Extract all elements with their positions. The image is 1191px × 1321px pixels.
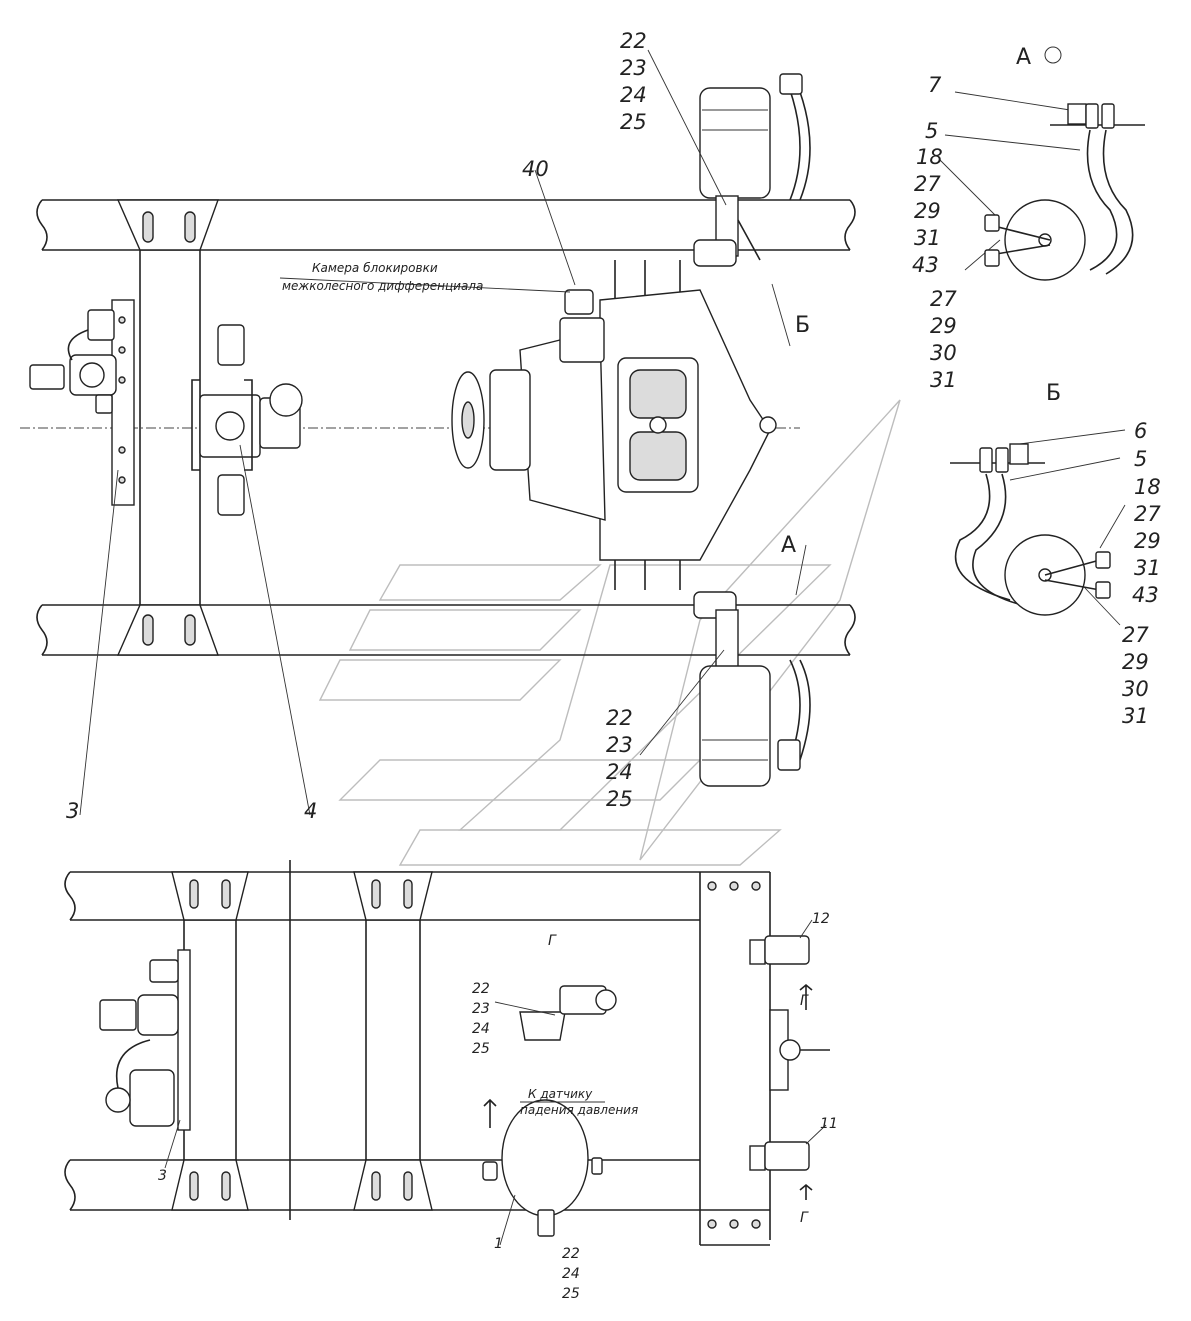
callout-b-31b: 31 bbox=[1122, 704, 1149, 728]
callout-lower-bracket-3: 3 bbox=[158, 1168, 167, 1184]
callout-a-27b: 27 bbox=[930, 287, 957, 311]
arrow-g-label-1: Г bbox=[800, 993, 809, 1009]
callout-receiver-1: 1 bbox=[494, 1236, 503, 1252]
arrow-b-label: Б bbox=[795, 313, 810, 338]
callout-a-29: 29 bbox=[914, 199, 941, 223]
callout-fitting-22: 22 bbox=[472, 981, 490, 997]
callout-a-5: 5 bbox=[925, 119, 938, 143]
callout-b-31: 31 bbox=[1134, 556, 1161, 580]
callout-a-7: 7 bbox=[928, 73, 942, 97]
arrow-a-label: А bbox=[781, 533, 796, 558]
callout-a-31: 31 bbox=[914, 226, 941, 250]
valve-bracket-right bbox=[191, 324, 303, 516]
view-a-label: А bbox=[1016, 45, 1031, 70]
callout-b-30: 30 bbox=[1122, 677, 1149, 701]
callout-fitting-24: 24 bbox=[472, 1021, 490, 1037]
drive-axle bbox=[451, 260, 777, 590]
callout-valve-12: 12 bbox=[812, 911, 830, 927]
callout-b-29b: 29 bbox=[1122, 650, 1149, 674]
view-b-detail bbox=[950, 443, 1111, 616]
callout-valve-40: 40 bbox=[522, 157, 549, 181]
callout-top-24: 24 bbox=[620, 83, 647, 107]
lower-valve-block bbox=[99, 949, 191, 1169]
callout-b-5: 5 bbox=[1134, 447, 1147, 471]
callout-drain-24: 24 bbox=[562, 1266, 580, 1282]
callout-drain-22: 22 bbox=[562, 1246, 580, 1262]
leader-lines-upper bbox=[79, 49, 1126, 816]
arrow-g-label-2: Г bbox=[800, 1210, 809, 1226]
callout-bottom-23: 23 bbox=[606, 733, 633, 757]
air-receiver bbox=[482, 1098, 605, 1246]
valve-bracket-left bbox=[29, 299, 135, 506]
caption-diff-lock-1: Камера блокировки bbox=[312, 261, 438, 275]
caption-diff-lock-2: межколесного дифференциала bbox=[282, 279, 483, 293]
callout-top-22: 22 bbox=[620, 29, 647, 53]
callout-bottom-25: 25 bbox=[606, 787, 633, 811]
callout-fitting-25: 25 bbox=[472, 1041, 490, 1057]
callout-b-29: 29 bbox=[1134, 529, 1161, 553]
lower-fitting-valves bbox=[749, 919, 827, 1200]
callout-a-18: 18 bbox=[916, 145, 943, 169]
lower-hose-fitting bbox=[494, 985, 617, 1041]
view-b-label: Б bbox=[1046, 381, 1061, 406]
callout-top-23: 23 bbox=[620, 56, 647, 80]
callout-a-31b: 31 bbox=[930, 368, 957, 392]
callout-bracket-4: 4 bbox=[304, 799, 317, 823]
callout-a-27: 27 bbox=[914, 172, 941, 196]
callout-valve-11: 11 bbox=[820, 1116, 838, 1132]
brake-chamber-bottom bbox=[693, 591, 811, 787]
callout-b-27b: 27 bbox=[1122, 623, 1149, 647]
callout-a-29b: 29 bbox=[930, 314, 957, 338]
brake-chamber-top bbox=[693, 73, 811, 267]
caption-pressure-1: К датчику bbox=[528, 1087, 593, 1101]
callout-a-30: 30 bbox=[930, 341, 957, 365]
caption-pressure-2: падения давления bbox=[520, 1103, 638, 1117]
callout-b-6: 6 bbox=[1134, 419, 1147, 443]
callout-a-43: 43 bbox=[912, 253, 939, 277]
view-a-detail bbox=[984, 46, 1145, 281]
callout-drain-25: 25 bbox=[562, 1286, 580, 1302]
watermark-logo bbox=[318, 399, 901, 866]
callout-bracket-3: 3 bbox=[66, 799, 79, 823]
callout-b-27: 27 bbox=[1134, 502, 1161, 526]
callout-top-25: 25 bbox=[620, 110, 647, 134]
callout-b-43: 43 bbox=[1132, 583, 1159, 607]
callout-bottom-24: 24 bbox=[606, 760, 633, 784]
callout-fitting-23: 23 bbox=[472, 1001, 490, 1017]
view-g-label: Г bbox=[548, 933, 557, 949]
callout-bottom-22: 22 bbox=[606, 706, 633, 730]
callout-b-18: 18 bbox=[1134, 475, 1161, 499]
